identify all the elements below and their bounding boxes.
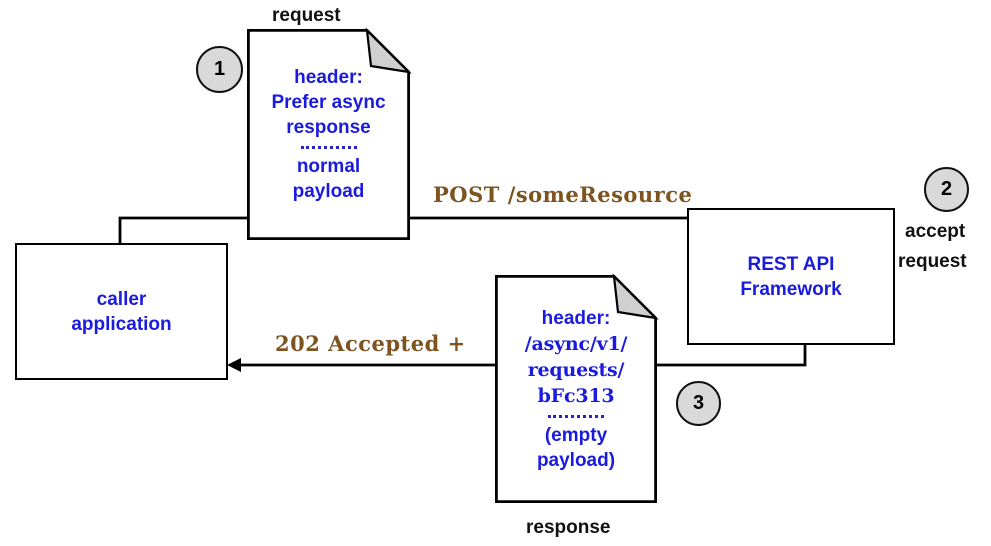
request-document-payload-line2: payload xyxy=(292,181,365,202)
step-circle-1[interactable]: 1 xyxy=(196,46,243,93)
rest-api-framework-label-line1: REST API xyxy=(747,253,835,275)
response-document-header-label: header: xyxy=(541,307,611,329)
rest-api-framework-box[interactable]: REST API Framework xyxy=(687,208,895,345)
caller-application-label-line2: application xyxy=(71,313,172,335)
request-document-divider xyxy=(300,146,357,149)
accept-request-caption-line1: accept xyxy=(905,221,966,242)
response-caption: response xyxy=(526,517,611,538)
request-document-header-line2: response xyxy=(286,117,371,138)
caller-application-label-line1: caller xyxy=(96,288,147,310)
response-document-payload-line2: payload) xyxy=(536,449,616,471)
response-document-header-line2: requests/ xyxy=(527,358,625,381)
request-message-label: POST /someResource xyxy=(430,182,696,208)
step-circle-2[interactable]: 2 xyxy=(924,167,969,212)
request-document-header-line1: Prefer async xyxy=(271,92,386,113)
response-document-body: header: /async/v1/ requests/ bFc313 (emp… xyxy=(495,275,657,503)
response-document-divider xyxy=(548,414,604,418)
rest-api-framework-label-line2: Framework xyxy=(740,278,842,300)
request-document-body: header: Prefer async response normal pay… xyxy=(247,29,410,240)
response-document-payload-line1: (empty xyxy=(544,424,608,446)
accept-request-caption-line2: request xyxy=(898,251,967,272)
response-document-header-line3: bFc313 xyxy=(537,384,615,407)
request-document-header-label: header: xyxy=(294,67,363,88)
response-document-header-line1: /async/v1/ xyxy=(524,332,628,355)
request-document[interactable]: header: Prefer async response normal pay… xyxy=(247,27,412,240)
response-document[interactable]: header: /async/v1/ requests/ bFc313 (emp… xyxy=(495,273,659,503)
caller-application-box[interactable]: caller application xyxy=(15,243,228,380)
response-message-label: 202 Accepted + xyxy=(272,331,469,357)
request-document-payload-line1: normal xyxy=(296,156,361,177)
step-circle-3[interactable]: 3 xyxy=(676,381,721,426)
request-caption: request xyxy=(272,5,341,26)
